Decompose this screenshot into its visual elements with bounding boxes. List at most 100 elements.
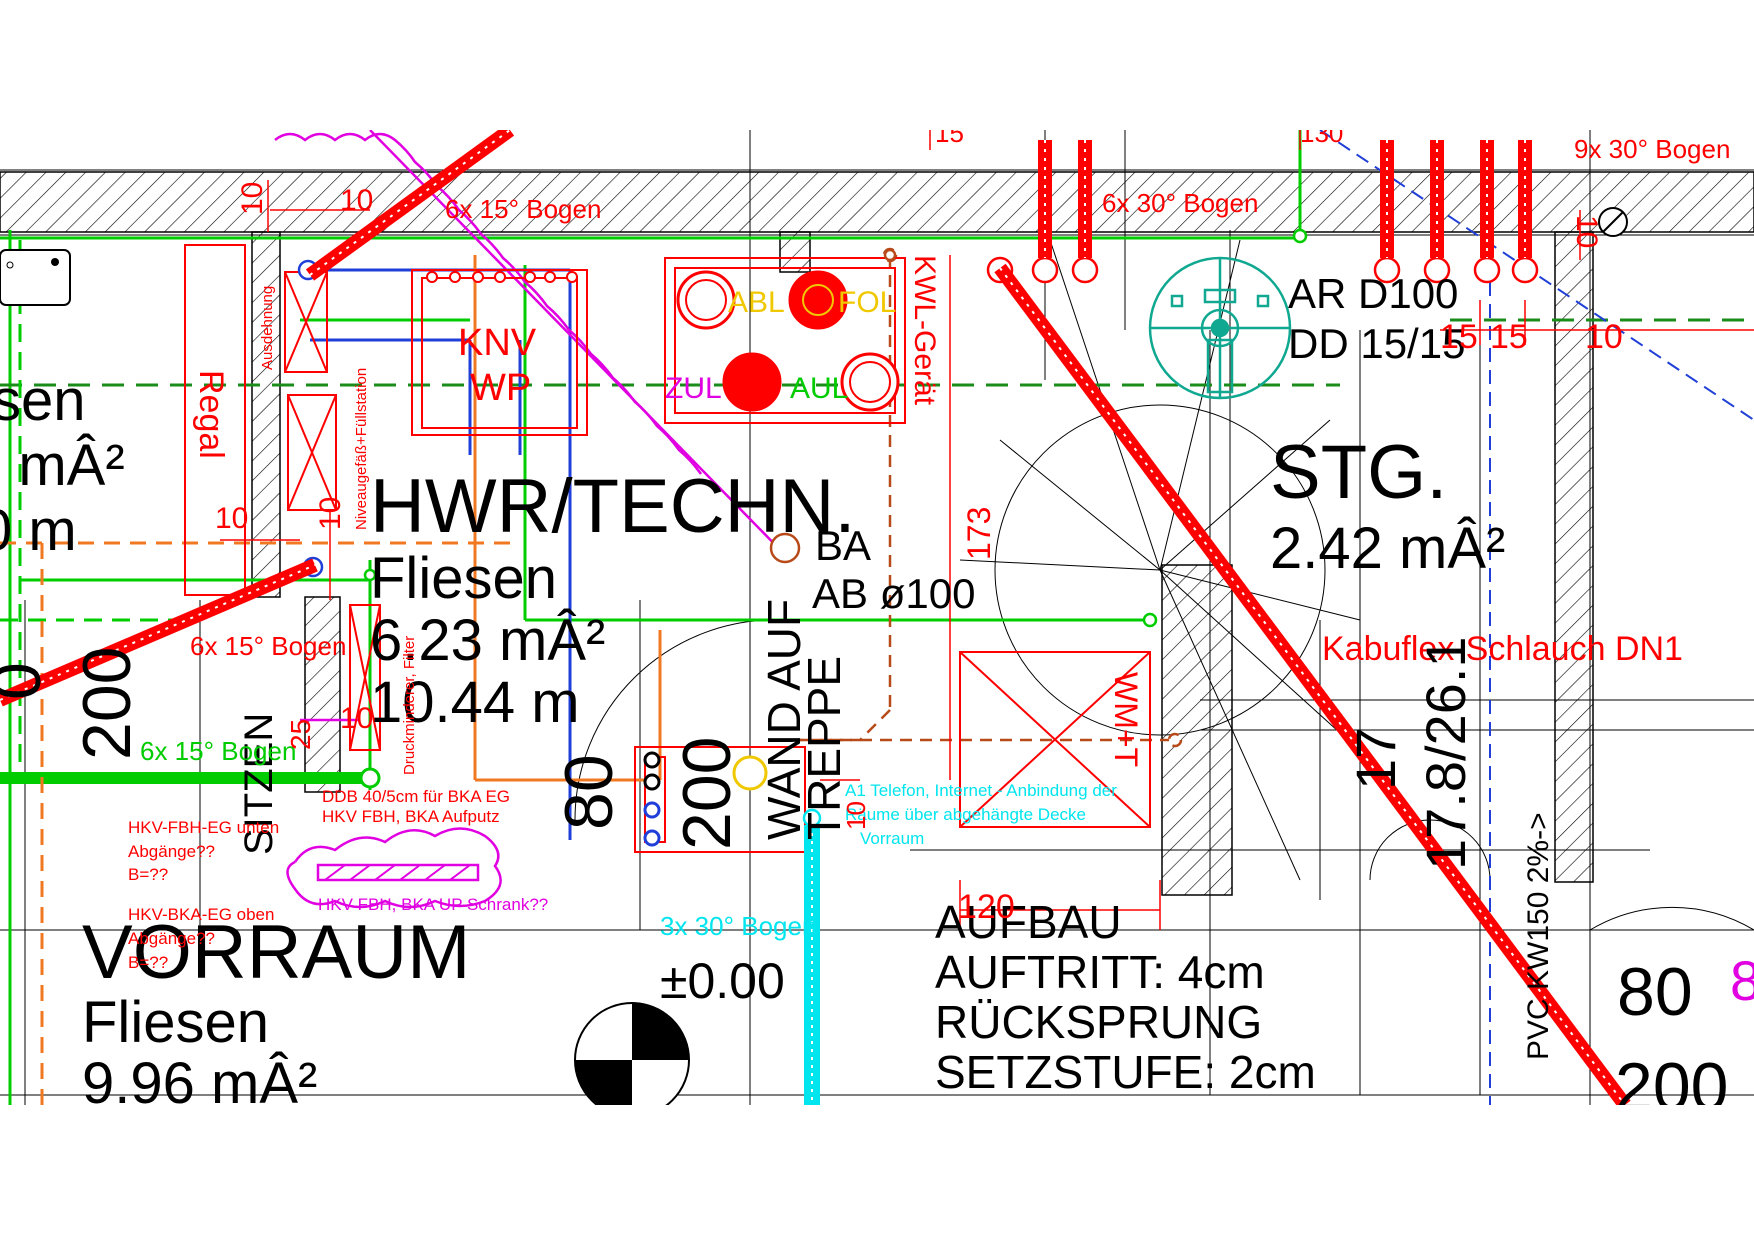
fol-label: FOL [838,286,896,319]
ruecksprung-label: RÜCKSPRUNG [935,996,1262,1048]
ab-label: AB ø100 [812,570,975,617]
dim-0-left: 0 [0,662,55,700]
b-note-1: B=?? [128,865,168,884]
dim-200-left: 200 [69,647,145,760]
dim-15a: 15 [1440,318,1478,356]
druckminderer-label: Druckminderer, Filter [401,636,418,775]
wp-label: WP [470,367,531,409]
hkv-bka-eg-note: HKV-BKA-EG oben [128,905,274,924]
dim-80-right: 80 [1617,954,1693,1030]
walls [0,171,1754,896]
fan-unit-icon [1148,256,1292,400]
vorraum-room-name: VORRAUM [82,910,470,995]
drain-icon [1598,207,1628,237]
magenta-lines [274,130,791,909]
hwr-perimeter: 10.44 m [370,670,580,735]
dim-10-top-left: 10 [236,182,269,215]
aul-label: AUL [790,372,848,405]
niveau-label: Niveaugefäß+Füllstation [353,368,370,530]
hkv-fbh-eg-note: HKV-FBH-EG unten [128,818,279,837]
cyan-conduit [804,825,820,1105]
ddb-note: DDB 40/5cm für BKA EG [322,787,510,806]
wand-auf-label: WAND AUF [758,599,810,840]
vorraum-floor: Fliesen [82,990,269,1055]
dim-10-lower: 10 [841,801,871,830]
orange-pipes [473,255,662,782]
top-margin [0,0,1754,130]
hwr-room-name: HWR/TECHN. [370,464,856,549]
bogen-6x15-green: 6x 15° Bogen [140,736,296,766]
abgaenge-note-2: Abgänge?? [128,929,215,948]
stair-count-label: 17 [1344,728,1407,790]
a1-note-line1: A1 Telefon, Internet - Anbindung der [845,781,1117,800]
green-thick-pipe [0,767,381,789]
auftritt-label: AUFTRITT: 4cm [935,946,1265,998]
hwr-floor: Fliesen [370,546,557,611]
dim-10-mid-left: 10 [215,502,248,535]
dim-10-far-right: 10 [1585,318,1623,356]
dim-15b: 15 [1490,318,1528,356]
dim-173: 173 [961,507,997,560]
magenta-hatch [324,864,471,881]
manifold-connectors [643,751,768,847]
red-hoses [0,130,1631,1105]
room-labels: HWR/TECHN. Fliesen 6.23 mÂ² 10.44 m STG.… [0,368,1505,1116]
dim-10-right: 10 [1570,215,1603,248]
dim-200-mid: 200 [669,737,745,850]
abl-label: ABL [728,286,785,319]
sitzen-label: SITZEN [237,713,281,855]
equipment-labels: Regal Ausdehnung Niveaugefäß+Füllstation… [192,255,1683,1060]
left-floor: sen [0,368,86,433]
stg-area: 2.42 mÂ² [1270,516,1505,581]
dim-120: 120 [958,888,1015,926]
dim-10-top: 10 [340,184,373,217]
dim-10-small: 10 [340,702,373,735]
ba-label: BA [815,522,871,569]
bogen-9x30-top: 9x 30° Bogen [1574,134,1730,164]
aufbau-label: AUFBAU [935,896,1122,948]
pvc-label: PVC KW150 2%-> [1522,812,1555,1060]
kwl-label: KWL-Gerät [908,255,941,406]
left-perimeter: 0 m [0,498,77,563]
b-note-2: B=?? [128,953,168,972]
hwr-area: 6.23 mÂ² [370,608,605,673]
a1-note-line3: Vorraum [860,829,924,848]
dim-10-vertical: 10 [314,497,347,530]
bogen-labels: 6x 15° Bogen 6x 15° Bogen 6x 15° Bogen 6… [140,134,1730,941]
dim-80-mid: 80 [551,754,627,830]
stair-notes: AUFBAU AUFTRITT: 4cm RÜCKSPRUNG SETZSTUF… [935,896,1316,1098]
socket-icon [0,249,71,306]
black-dimension-labels: 200 200 80 80 200 0 8 [0,647,1754,1125]
setzstufe-label: SETZSTUFE: 2cm [935,1046,1316,1098]
bogen-6x15-left: 6x 15° Bogen [190,631,346,661]
bogen-3x30-cyan: 3x 30° Bogen [660,911,816,941]
stair-dim-label: 17.8/26.1 [1414,636,1477,870]
level-marker-icon [574,1002,690,1105]
hkv-up-note: HKV FBH, BKA UP Schrank?? [318,895,548,914]
bottom-margin [0,1105,1754,1240]
bogen-6x15-top: 6x 15° Bogen [445,194,601,224]
kabuflex-label: Kabuflex-Schlauch DN1 [1322,630,1683,668]
orange-dashed-pipes [0,541,520,1105]
stg-room-name: STG. [1270,430,1447,515]
annotation-notes: DDB 40/5cm für BKA EG HKV FBH, BKA Aufpu… [128,781,1117,972]
kwl-unit-icon [676,270,900,412]
bogen-6x30-top: 6x 30° Bogen [1102,188,1258,218]
dd-label: DD 15/15 [1288,320,1465,367]
green-dashed-pipes [0,318,1754,387]
wmt-label: WM+T [1108,672,1144,767]
ar-label: AR D100 [1288,270,1458,317]
knv-connectors [426,271,578,283]
treppe-label: TREPPE [798,656,850,840]
level-label: ±0.00 [660,953,785,1009]
dim-8-pink: 8 [1730,949,1754,1012]
knv-label: KNV [458,322,537,364]
blue-dashed-lines [1319,130,1754,1105]
hkv-fbh-bka-note: HKV FBH, BKA Aufputz [322,807,500,826]
red-dimension-lines [220,130,1754,930]
a1-note-line2: Räume über abgehängte Decke [845,805,1086,824]
regal-label: Regal [192,370,230,459]
left-area: 6 mÂ² [0,433,125,498]
ausdehnung-label: Ausdehnung [259,286,276,370]
